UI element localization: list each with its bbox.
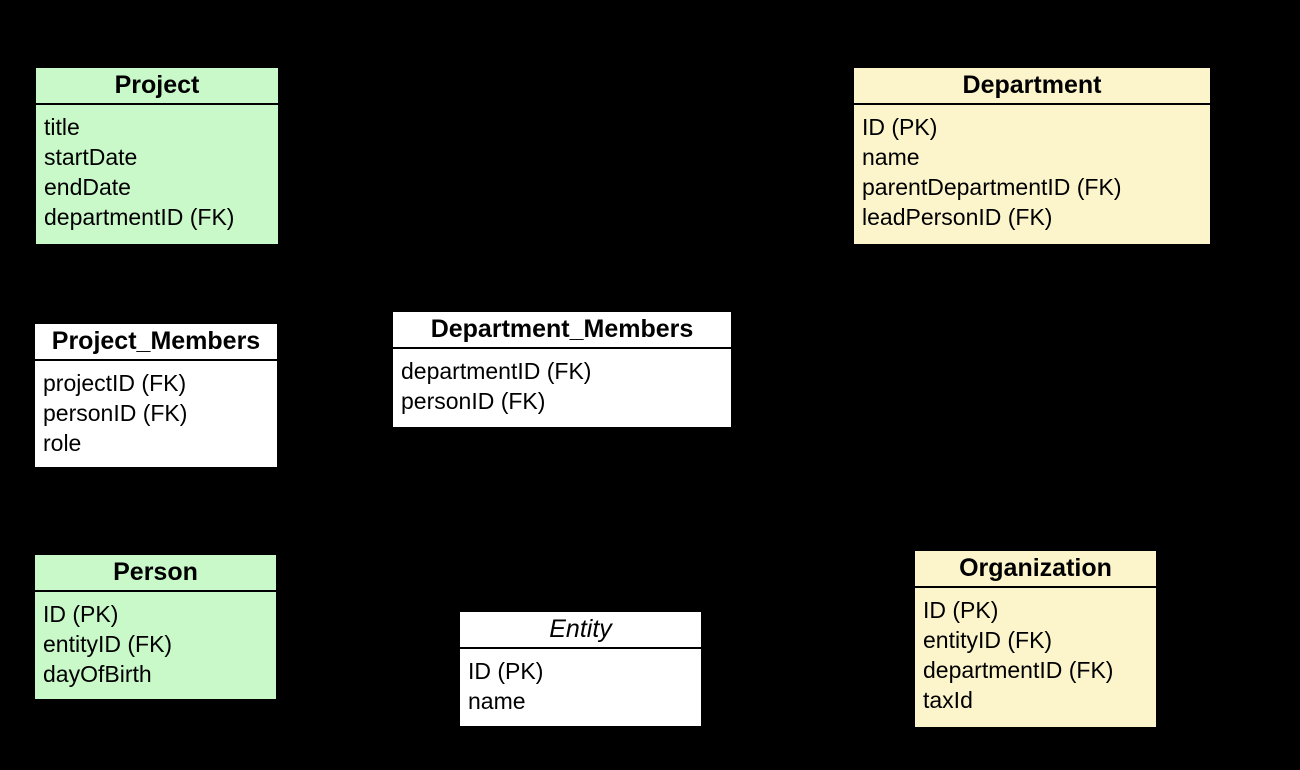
- table-project-members-title: Project_Members: [35, 324, 277, 361]
- table-department-fields: ID (PK) name parentDepartmentID (FK) lea…: [854, 105, 1210, 232]
- table-entity: Entity ID (PK) name: [458, 610, 703, 728]
- field-project-members-projectid: projectID (FK): [43, 370, 187, 396]
- table-project-members-fields: projectID (FK) personID (FK) role: [35, 361, 277, 458]
- table-department-members-fields: departmentID (FK) personID (FK): [393, 349, 731, 416]
- table-project: Project title startDate endDate departme…: [34, 66, 280, 246]
- field-project-members-personid: personID (FK): [43, 400, 188, 426]
- field-person-id: ID (PK): [43, 601, 119, 627]
- table-department-members-title: Department_Members: [393, 312, 731, 349]
- field-department-parentdepartmentid: parentDepartmentID (FK): [862, 174, 1122, 200]
- table-person-title: Person: [35, 555, 276, 592]
- field-department-leadpersonid: leadPersonID (FK): [862, 204, 1053, 230]
- table-department-members: Department_Members departmentID (FK) per…: [391, 310, 733, 429]
- table-project-members: Project_Members projectID (FK) personID …: [33, 322, 279, 469]
- table-organization-fields: ID (PK) entityID (FK) departmentID (FK) …: [915, 588, 1156, 715]
- field-entity-id: ID (PK): [468, 658, 544, 684]
- table-entity-title: Entity: [460, 612, 701, 649]
- field-organization-taxid: taxId: [923, 687, 973, 713]
- field-department-members-departmentid: departmentID (FK): [401, 358, 592, 384]
- table-entity-fields: ID (PK) name: [460, 649, 701, 716]
- field-department-members-personid: personID (FK): [401, 388, 546, 414]
- table-organization: Organization ID (PK) entityID (FK) depar…: [913, 549, 1158, 729]
- field-project-members-role: role: [43, 430, 82, 456]
- field-person-dayofbirth: dayOfBirth: [43, 661, 152, 687]
- field-department-name: name: [862, 144, 920, 170]
- field-organization-departmentid: departmentID (FK): [923, 657, 1114, 683]
- table-person-fields: ID (PK) entityID (FK) dayOfBirth: [35, 592, 276, 689]
- table-department: Department ID (PK) name parentDepartment…: [852, 66, 1212, 246]
- field-department-id: ID (PK): [862, 114, 938, 140]
- field-project-title: title: [44, 114, 80, 140]
- field-organization-id: ID (PK): [923, 597, 999, 623]
- field-person-entityid: entityID (FK): [43, 631, 173, 657]
- table-organization-title: Organization: [915, 551, 1156, 588]
- table-project-fields: title startDate endDate departmentID (FK…: [36, 105, 278, 232]
- table-department-title: Department: [854, 68, 1210, 105]
- field-project-departmentid: departmentID (FK): [44, 204, 235, 230]
- table-person: Person ID (PK) entityID (FK) dayOfBirth: [33, 553, 278, 701]
- field-organization-entityid: entityID (FK): [923, 627, 1053, 653]
- field-project-startdate: startDate: [44, 144, 138, 170]
- table-project-title: Project: [36, 68, 278, 105]
- field-entity-name: name: [468, 688, 526, 714]
- field-project-enddate: endDate: [44, 174, 131, 200]
